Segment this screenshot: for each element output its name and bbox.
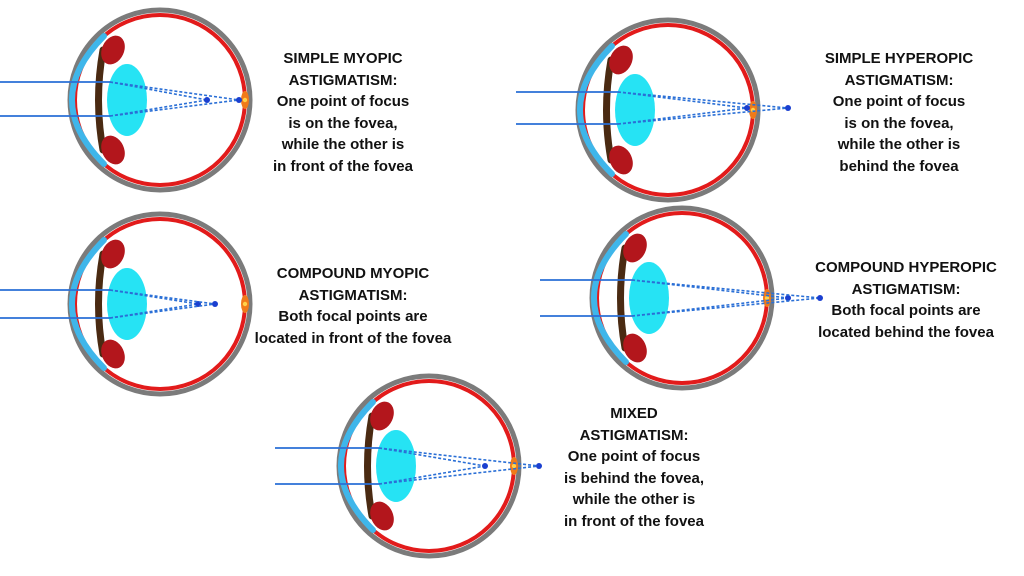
ciliary-body-bottom [623, 333, 647, 363]
desc-line: is behind the fovea, [563, 469, 705, 487]
cornea [577, 43, 615, 177]
title-line: ASTIGMATISM: [298, 286, 408, 304]
fovea-center [242, 97, 248, 103]
fovea-center [511, 463, 517, 469]
converging-ray [378, 465, 486, 485]
fovea-center [242, 301, 248, 307]
label-simple-myopic: SIMPLE MYOPIC ASTIGMATISM: One point of … [262, 48, 424, 177]
desc-line: One point of focus [276, 93, 410, 110]
label-mixed: MIXED ASTIGMATISM: One point of focus is… [552, 403, 716, 532]
desc-line: One point of focus [567, 448, 701, 465]
ciliary-body-top [609, 45, 633, 75]
eye-simple-hyperopic [516, 17, 791, 203]
title-line: ASTIGMATISM: [579, 426, 689, 444]
iris [617, 244, 629, 352]
title-line: SIMPLE HYPEROPIC [824, 50, 974, 67]
focal-point [536, 463, 542, 469]
cornea [591, 231, 629, 365]
iris [364, 412, 376, 520]
desc-line: Both focal points are [831, 302, 981, 319]
eye-simple-myopic [0, 7, 253, 193]
converging-ray [378, 447, 540, 467]
ciliary-body-top [623, 233, 647, 263]
ciliary-body-bottom [101, 339, 125, 369]
desc-line: is on the fovea, [844, 114, 954, 132]
desc-line: while the other is [281, 136, 405, 153]
eye-compound-myopic [0, 211, 253, 397]
converging-ray [617, 91, 789, 109]
label-compound-myopic: COMPOUND MYOPIC ASTIGMATISM: Both focal … [242, 263, 464, 349]
desc-line: Both focal points are [278, 308, 428, 325]
fovea-center [764, 295, 770, 301]
converging-ray [109, 303, 216, 319]
iris [95, 250, 107, 358]
desc-line: while the other is [837, 136, 961, 153]
ciliary-body-bottom [609, 145, 633, 175]
lens [629, 262, 669, 334]
desc-line: One point of focus [832, 93, 966, 110]
iris [603, 56, 615, 164]
ciliary-body-bottom [101, 135, 125, 165]
eye-mixed [275, 373, 542, 559]
cornea [69, 33, 107, 167]
lens [107, 268, 147, 340]
title-line: COMPOUND MYOPIC [276, 265, 430, 282]
cornea [69, 237, 107, 371]
converging-ray [631, 279, 821, 299]
lens [107, 64, 147, 136]
converging-ray [378, 447, 486, 467]
title-line: COMPOUND HYPEROPIC [815, 259, 997, 276]
desc-line: while the other is [572, 491, 696, 508]
cornea [338, 399, 376, 533]
lens [615, 74, 655, 146]
converging-ray [631, 297, 821, 317]
ciliary-body-top [101, 35, 125, 65]
converging-ray [109, 289, 216, 305]
focal-point [817, 295, 823, 301]
ciliary-body-top [370, 401, 394, 431]
desc-line: located in front of the fovea [254, 329, 452, 347]
label-simple-hyperopic: SIMPLE HYPEROPIC ASTIGMATISM: One point … [812, 48, 986, 177]
title-line: ASTIGMATISM: [844, 71, 954, 89]
desc-line: in front of the fovea [564, 512, 704, 530]
title-line: ASTIGMATISM: [851, 280, 961, 298]
iris [95, 46, 107, 154]
desc-line: in front of the fovea [273, 157, 413, 175]
desc-line: is on the fovea, [288, 114, 398, 132]
focal-point [482, 463, 488, 469]
focal-point [785, 105, 791, 111]
title-line: ASTIGMATISM: [288, 71, 398, 89]
focal-point [204, 97, 210, 103]
converging-ray [109, 99, 240, 117]
converging-ray [109, 81, 240, 101]
focal-point [785, 295, 791, 301]
desc-line: located behind the fovea [818, 323, 994, 341]
title-line: SIMPLE MYOPIC [283, 50, 403, 67]
title-line: MIXED [610, 405, 658, 422]
focal-point [236, 97, 242, 103]
ciliary-body-bottom [370, 501, 394, 531]
converging-ray [378, 465, 540, 485]
label-compound-hyperopic: COMPOUND HYPEROPIC ASTIGMATISM: Both foc… [804, 257, 1008, 343]
lens [376, 430, 416, 502]
eye-compound-hyperopic [540, 205, 823, 391]
converging-ray [617, 107, 789, 125]
ciliary-body-top [101, 239, 125, 269]
desc-line: behind the fovea [839, 157, 959, 175]
focal-point [744, 105, 750, 111]
focal-point [212, 301, 218, 307]
